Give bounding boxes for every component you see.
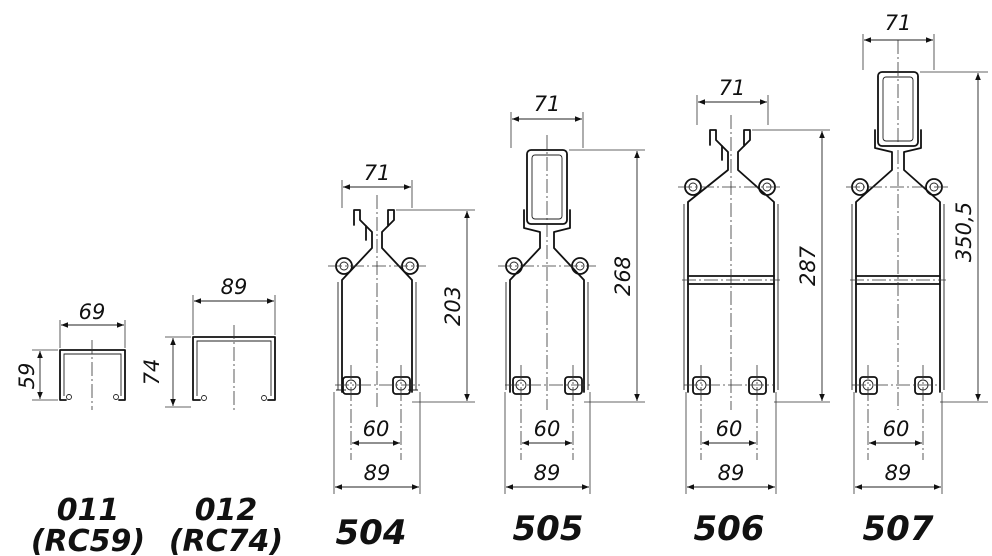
carriage-507-wheel-spacing: 60 [883,417,910,441]
carriage-505-top-width: 71 [534,92,561,116]
carriage-506-code: 506 [694,509,765,549]
carriage-504-code: 504 [336,513,407,553]
carriage-507-total-width: 89 [885,461,912,485]
carriage-504: 71 203 60 89 [328,161,475,494]
carriage-507-top-width: 71 [885,11,912,35]
profile-012-height: 74 [140,359,164,386]
profile-012: 89 74 [140,275,276,410]
carriage-505: 71 268 60 89 [498,92,645,494]
carriage-505-code: 505 [513,509,584,549]
profile-011-code: 011 [57,493,120,528]
profile-012-subcode: (RC74) [169,524,283,556]
carriage-505-total-width: 89 [534,461,561,485]
carriage-504-top-width: 71 [364,161,391,185]
carriage-505-height: 268 [611,256,635,296]
carriage-504-height: 203 [441,286,465,326]
carriage-506: 71 287 60 89 [678,76,830,494]
carriage-506-total-width: 89 [718,461,745,485]
profile-012-code: 012 [195,493,258,528]
carriage-506-wheel-spacing: 60 [716,417,743,441]
carriage-507: 71 350,5 60 89 [846,11,988,494]
profile-011-subcode: (RC59) [31,524,145,556]
carriage-507-height: 350,5 [952,202,976,262]
carriage-506-top-width: 71 [719,76,746,100]
profile-011: 69 59 [15,300,126,410]
carriage-504-wheel-spacing: 60 [363,417,390,441]
profile-011-height: 59 [15,363,39,390]
profile-012-width: 89 [221,275,248,299]
carriage-504-total-width: 89 [364,461,391,485]
carriage-506-height: 287 [796,245,820,286]
profile-011-width: 69 [79,300,106,324]
carriage-505-wheel-spacing: 60 [534,417,561,441]
carriage-507-code: 507 [863,509,934,549]
